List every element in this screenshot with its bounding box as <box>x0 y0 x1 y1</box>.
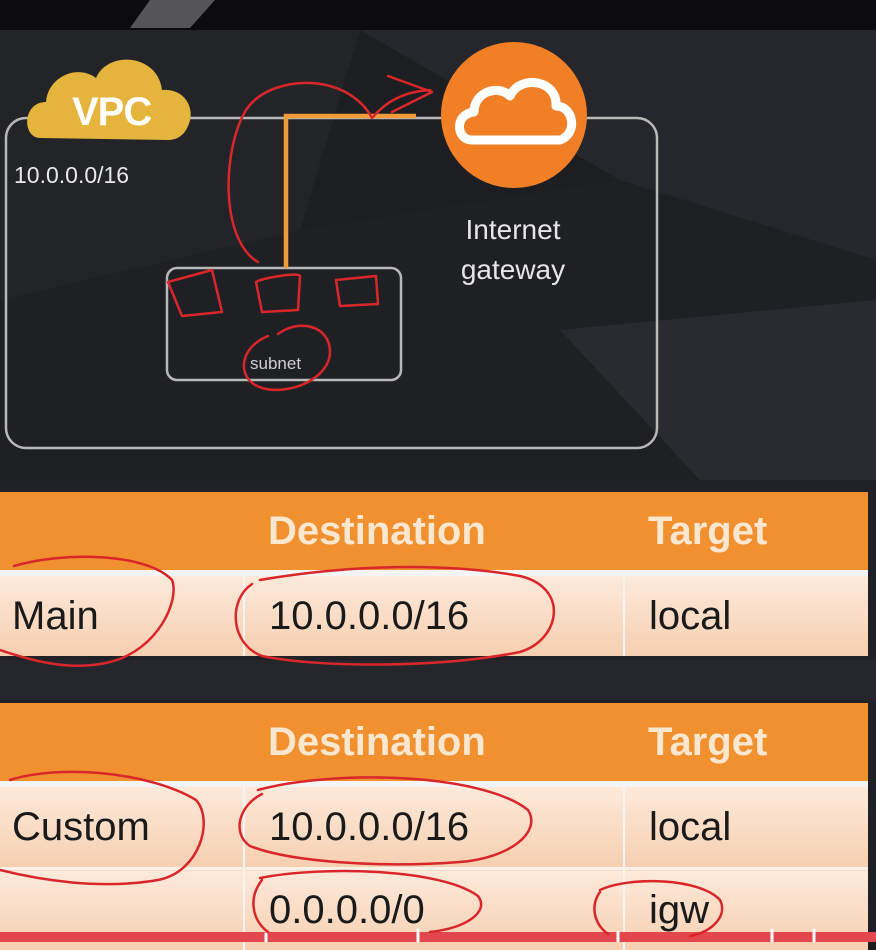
vpc-cidr-label: 10.0.0.0/16 <box>14 162 129 189</box>
custom-route-table: Destination Target Custom 10.0.0.0/16 lo… <box>0 703 868 950</box>
table-header-row: Destination Target <box>0 703 868 784</box>
vpc-diagram: VPC 10.0.0.0/16 Internet gateway subnet <box>0 0 876 480</box>
table-row: Main 10.0.0.0/16 local <box>0 573 868 656</box>
header-cell-name <box>0 703 244 784</box>
cell-destination: 10.0.0.0/16 <box>244 784 624 869</box>
header-cell-name <box>0 492 244 573</box>
internet-gateway-label: Internet gateway <box>433 210 593 290</box>
igw-label-line2: gateway <box>433 250 593 290</box>
internet-gateway-icon <box>441 42 587 188</box>
header-cell-target: Target <box>624 492 868 573</box>
bottom-progress-bar <box>0 932 876 942</box>
header-cell-destination: Destination <box>244 492 624 573</box>
cell-target: local <box>624 784 868 869</box>
igw-label-line1: Internet <box>433 210 593 250</box>
subnet-label: subnet <box>250 354 301 374</box>
cell-route-table-name: Main <box>0 573 244 656</box>
main-route-table: Destination Target Main 10.0.0.0/16 loca… <box>0 492 868 656</box>
header-cell-destination: Destination <box>244 703 624 784</box>
header-cell-target: Target <box>624 703 868 784</box>
table-header-row: Destination Target <box>0 492 868 573</box>
vpc-label: VPC <box>72 90 151 135</box>
cell-target: local <box>624 573 868 656</box>
cell-destination: 10.0.0.0/16 <box>244 573 624 656</box>
route-line <box>286 116 416 268</box>
table-row: Custom 10.0.0.0/16 local <box>0 784 868 869</box>
cell-route-table-name: Custom <box>0 784 244 869</box>
